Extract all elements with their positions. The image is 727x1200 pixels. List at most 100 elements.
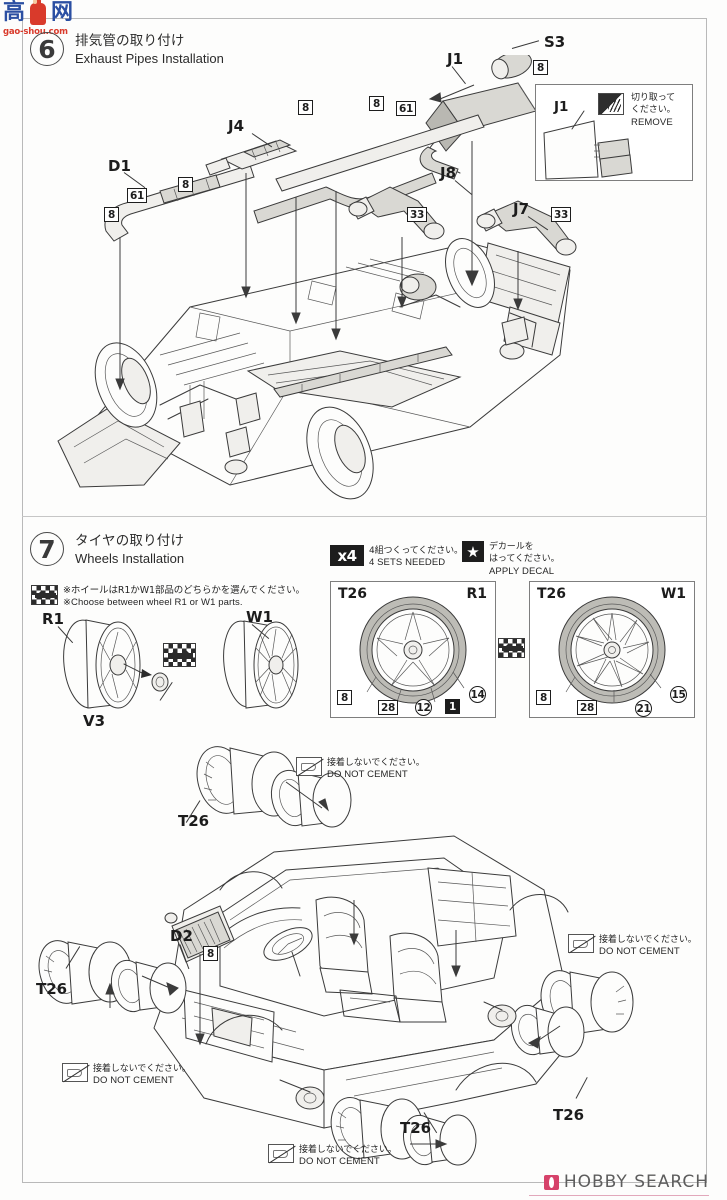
- hub-details: [279, 1001, 517, 1110]
- page-border-right: [706, 18, 707, 1182]
- step-6-number: 6: [30, 32, 64, 66]
- hobby-search-text: HOBBY SEARCH: [563, 1172, 709, 1192]
- wheel-badge-r1-1: 1: [445, 699, 460, 714]
- part-d2-radiator: [164, 905, 235, 963]
- wheel-badge-w1-21: 21: [635, 700, 652, 717]
- cement-warning-right: 接着しないでください。 DO NOT CEMENT: [568, 934, 697, 958]
- page-border-left: [22, 18, 23, 1182]
- part-label-s3: S3: [544, 33, 566, 51]
- car-body-shell: [153, 835, 593, 1129]
- step-7-header: 7 タイヤの取り付け Wheels Installation: [30, 532, 184, 568]
- step-6-diagram: [40, 55, 700, 510]
- apply-decal-jp-2: はってください。: [489, 554, 560, 565]
- wheel-badge-w1-28: 28: [577, 700, 598, 715]
- rear-seat: [427, 867, 517, 947]
- star-icon: [462, 541, 484, 562]
- remove-jp-2: ください。: [631, 105, 676, 116]
- choose-arrows-icon-2: [163, 643, 196, 667]
- page-border-bottom: [22, 1182, 707, 1183]
- wheel-badge-w1-8: 8: [536, 690, 551, 705]
- assembly-arrows-step7: [105, 781, 561, 1149]
- cement-warning-right-text: 接着しないでください。 DO NOT CEMENT: [599, 934, 697, 958]
- cement-warning-right-jp: 接着しないでください。: [599, 935, 697, 945]
- wheel-option-label-w1: W1: [246, 608, 273, 626]
- apply-decal-text: デカールを はってください。 APPLY DECAL: [489, 541, 560, 577]
- remove-part-label: J1: [554, 99, 569, 115]
- paint-badge-33-b: 33: [551, 207, 572, 222]
- paint-badge-8-a: 8: [298, 100, 313, 115]
- cement-warning-top: 接着しないでください。 DO NOT CEMENT: [296, 757, 425, 781]
- wheel-option-label-r1: R1: [42, 610, 64, 628]
- gaoshou-char-2: 网: [51, 0, 74, 25]
- cement-warning-top-jp: 接着しないでください。: [327, 758, 425, 768]
- tire-label-t26-w1: T26: [537, 586, 567, 602]
- page-border-top: [22, 18, 707, 19]
- wheel-badge-w1-15: 15: [670, 686, 687, 703]
- part-label-d1: D1: [108, 157, 131, 175]
- gaoshou-watermark: 高 网 gao-shou.com: [3, 0, 75, 46]
- no-cement-icon-3: [62, 1063, 90, 1083]
- apply-decal-note: デカールを はってください。 APPLY DECAL: [462, 541, 560, 577]
- front-wheel: [94, 342, 158, 428]
- x4-icon: x4: [330, 545, 364, 566]
- rear-wheel: [306, 406, 374, 500]
- wheel-detail-box-r1: T26 R1 8 28 12 1 14: [330, 581, 496, 718]
- cement-warning-left-jp: 接着しないでください。: [93, 1064, 191, 1074]
- wheel-choice-diagram: [38, 612, 318, 724]
- part-j8-arm: [348, 186, 445, 240]
- steering-wheel: [263, 927, 313, 977]
- remove-en: REMOVE: [631, 116, 673, 128]
- choose-arrows-icon-3: [498, 638, 525, 658]
- gaoshou-url: gao-shou.com: [3, 27, 68, 37]
- wheel-choice-text: ※ホイールはR1かW1部品のどちらかを選んでください。 ※Choose betw…: [63, 585, 305, 609]
- assembly-arrows: [115, 84, 523, 391]
- remove-callout-box: J1 切り取って ください。 REMOVE: [535, 84, 693, 181]
- tire-extra-a: [270, 769, 352, 828]
- paint-badge-61-b: 61: [396, 101, 417, 116]
- wheel-choice-note: ※ホイールはR1かW1部品のどちらかを選んでください。 ※Choose betw…: [31, 585, 305, 609]
- part-j7-arm: [476, 200, 577, 256]
- remove-jp-1: 切り取って: [631, 93, 676, 103]
- section-divider: [22, 516, 707, 517]
- wheel-detail-box-w1: T26 W1 8 28 21 15: [529, 581, 695, 718]
- part-label-j4: J4: [228, 117, 245, 135]
- flame-icon: [543, 1174, 559, 1190]
- tire-label-t26-c: T26: [553, 1106, 585, 1124]
- step-6-title-en: Exhaust Pipes Installation: [75, 50, 224, 66]
- wheel-cap-label-v3: V3: [83, 712, 106, 730]
- paint-badge-8-b: 8: [369, 96, 384, 111]
- no-cement-icon: [296, 757, 324, 777]
- step-6-title-jp: 排気管の取り付け: [75, 33, 185, 49]
- wheel-r1-art: [63, 619, 152, 709]
- cement-warning-left: 接着しないでください。 DO NOT CEMENT: [62, 1063, 191, 1087]
- part-center-pipe: [275, 114, 485, 192]
- tire-label-t26-d: T26: [400, 1119, 432, 1137]
- wheel-w1-art: [223, 620, 299, 709]
- sets-needed-en: 4 SETS NEEDED: [369, 557, 446, 569]
- leader-s3: [511, 40, 540, 49]
- apply-decal-jp-1: デカールを: [489, 542, 534, 552]
- front-seat-left: [315, 896, 373, 995]
- part-label-d2: D2: [170, 927, 193, 945]
- cement-warning-left-en: DO NOT CEMENT: [93, 1075, 174, 1087]
- cement-warning-bottom-text: 接着しないでください。 DO NOT CEMENT: [299, 1144, 397, 1168]
- cement-warning-top-text: 接着しないでください。 DO NOT CEMENT: [327, 757, 425, 781]
- hobby-search-underline: [529, 1195, 709, 1196]
- sets-needed-note: x4 4組つくってください。 4 SETS NEEDED: [330, 545, 463, 569]
- remove-part-body: [543, 120, 599, 180]
- sets-needed-text: 4組つくってください。 4 SETS NEEDED: [369, 545, 463, 569]
- paint-badge-8-d: 8: [104, 207, 119, 222]
- no-cement-icon-2: [568, 934, 596, 954]
- part-label-j1: J1: [447, 50, 464, 68]
- step-7-number: 7: [30, 532, 64, 566]
- gaoshou-characters: 高 网: [3, 0, 75, 26]
- wheel-label-w1: W1: [660, 586, 686, 602]
- gaoshou-char-1: 高: [3, 0, 26, 25]
- cement-warning-bottom: 接着しないでください。 DO NOT CEMENT: [268, 1144, 397, 1168]
- tire-label-t26-r1: T26: [338, 586, 368, 602]
- choose-arrows-icon: [31, 585, 58, 605]
- no-cement-icon-4: [268, 1144, 296, 1164]
- paint-badge-33-a: 33: [407, 207, 428, 222]
- step-7-title-jp: タイヤの取り付け: [75, 533, 185, 549]
